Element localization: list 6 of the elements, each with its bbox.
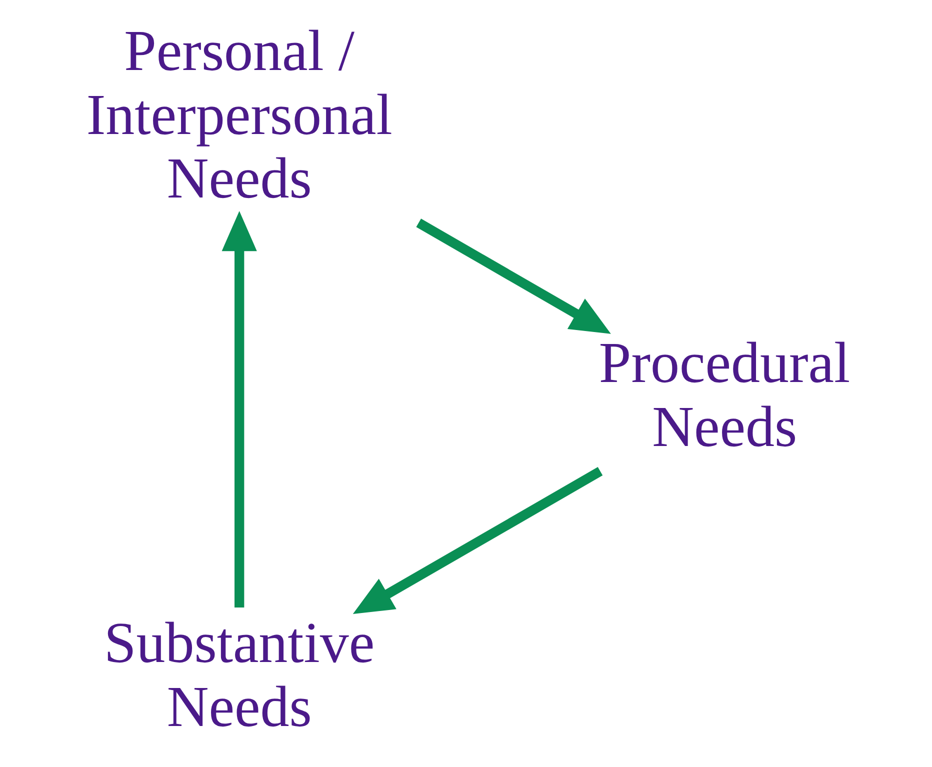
node-text: Procedural Needs bbox=[598, 330, 850, 459]
arrow bbox=[416, 218, 611, 334]
node-text: Substantive Needs bbox=[104, 610, 375, 739]
arrow bbox=[222, 210, 257, 608]
arrow bbox=[352, 467, 603, 614]
node-text: Personal / Interpersonal Needs bbox=[86, 18, 392, 211]
